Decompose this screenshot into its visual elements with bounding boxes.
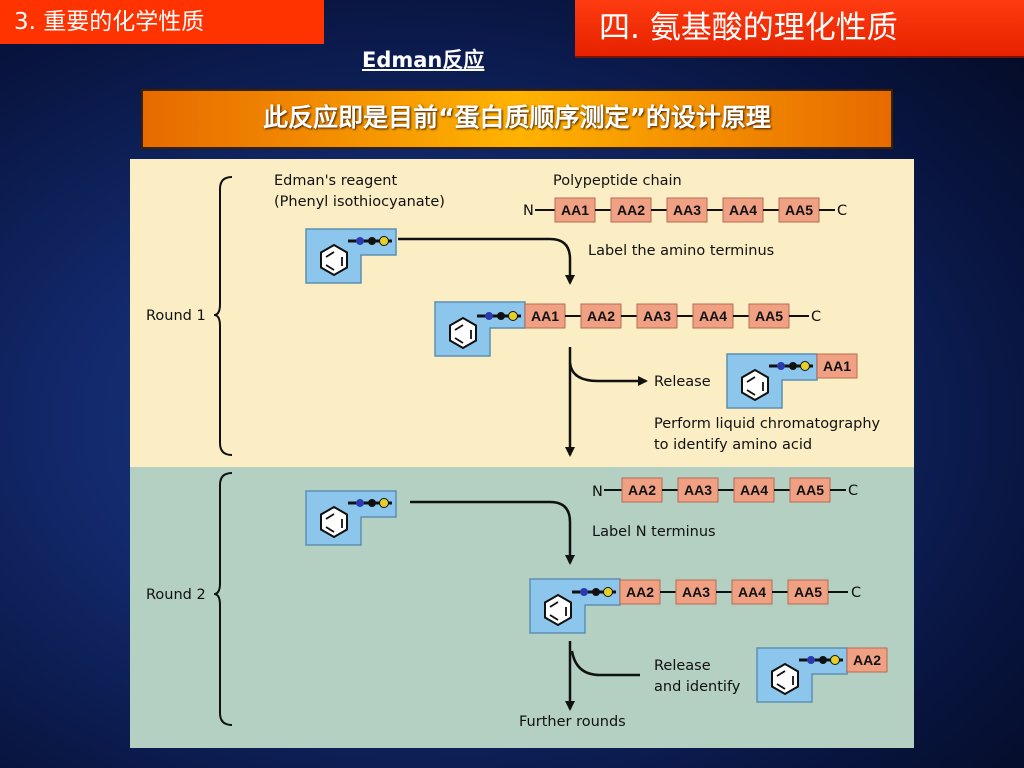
aa-label: AA3 (682, 584, 710, 600)
aa-label: AA3 (673, 202, 701, 218)
aa-label: AA3 (643, 308, 671, 324)
slide-subtitle: Edman反应 (362, 48, 485, 72)
step-release-label: Release (654, 374, 711, 390)
aa-box-aa4 (731, 579, 773, 605)
round1-label: Round 1 (146, 308, 206, 324)
step-label-amino-terminus: Label the amino terminus (588, 243, 774, 259)
aa-label: AA4 (729, 202, 757, 218)
released-aa2-derivative: AA2 (756, 647, 888, 703)
arrow-release-round1 (568, 362, 648, 386)
aa-label: AA2 (853, 652, 881, 668)
edman-degradation-diagram: Round 1 Round 2 Edman's reagent (Phenyl … (130, 159, 914, 748)
aa-box-aa2 (619, 579, 661, 605)
round2-brace (213, 472, 233, 726)
phenyl-isothiocyanate-icon (305, 490, 397, 546)
n-terminus-label: N (523, 203, 534, 219)
further-rounds-label: Further rounds (519, 714, 626, 730)
step-release2-label-2: and identify (654, 679, 741, 695)
step-lc-label-2: to identify amino acid (654, 437, 812, 453)
step-label-n-terminus: Label N terminus (592, 524, 716, 540)
section-tag: 3. 重要的化学性质 (0, 0, 324, 44)
aa-label: AA5 (794, 584, 822, 600)
aa-box-aa4 (733, 477, 775, 503)
aa-box-aa3 (675, 579, 717, 605)
aa-box-aa3 (677, 477, 719, 503)
chapter-tag: 四. 氨基酸的理化性质 (575, 0, 1024, 58)
released-aa1-derivative: AA1 (726, 353, 858, 409)
phenyl-isothiocyanate-icon (305, 228, 397, 284)
polypeptide-chain-2: N AA2 AA3 AA4 AA5 C (592, 477, 858, 503)
aa-label: AA5 (755, 308, 783, 324)
c-terminus-label: C (837, 203, 847, 219)
aa-label: AA2 (628, 482, 656, 498)
round2-panel (130, 467, 914, 748)
aa-label: AA2 (587, 308, 615, 324)
step-release2-label: Release (654, 658, 711, 674)
arrow-release-round2 (570, 650, 640, 677)
arrow-connector-1 (398, 237, 575, 285)
aa-box-aa5 (748, 303, 790, 329)
aa-label: AA3 (684, 482, 712, 498)
polypeptide-chain-label: Polypeptide chain (553, 173, 682, 189)
aa-label: AA5 (785, 202, 813, 218)
aa-box-aa2 (610, 197, 652, 223)
labeled-chain-2: AA2 AA3 AA4 AA5 C (529, 578, 861, 634)
aa-label: AA2 (626, 584, 654, 600)
aa-box-aa2 (580, 303, 622, 329)
aa-label: AA4 (740, 482, 768, 498)
polypeptide-chain-1: N AA1 AA2 AA3 AA4 AA5 C (523, 197, 847, 223)
aa-label: AA5 (796, 482, 824, 498)
step-lc-label: Perform liquid chromatography (654, 416, 881, 432)
c-terminus-label: C (848, 483, 858, 499)
aa-box-aa4 (692, 303, 734, 329)
aa-label: AA1 (561, 202, 589, 218)
aa-box-aa5 (787, 579, 829, 605)
aa-box-aa1 (524, 303, 566, 329)
n-terminus-label: N (592, 484, 603, 500)
round2-label: Round 2 (146, 587, 206, 603)
aa-box-aa3 (666, 197, 708, 223)
aa-box-aa5 (778, 197, 820, 223)
aa-label: AA4 (699, 308, 727, 324)
aa-label: AA2 (617, 202, 645, 218)
reagent-label: Edman's reagent (274, 173, 397, 189)
principle-banner: 此反应即是目前“蛋白质顺序测定”的设计原理 (141, 89, 893, 149)
aa-label: AA1 (531, 308, 559, 324)
aa-box-aa4 (722, 197, 764, 223)
aa-label: AA1 (823, 358, 851, 374)
c-terminus-label: C (851, 585, 861, 601)
aa-box-aa2 (621, 477, 663, 503)
aa-box-aa2 (846, 647, 888, 673)
aa-box-aa3 (636, 303, 678, 329)
aa-box-aa1 (816, 353, 858, 379)
c-terminus-label: C (811, 309, 821, 325)
aa-label: AA4 (738, 584, 766, 600)
round1-brace (213, 176, 233, 456)
labeled-chain-1: AA1 AA2 AA3 AA4 AA5 C (434, 301, 821, 357)
reagent-formula-label: (Phenyl isothiocyanate) (274, 194, 445, 210)
arrow-connector-2 (410, 500, 575, 565)
